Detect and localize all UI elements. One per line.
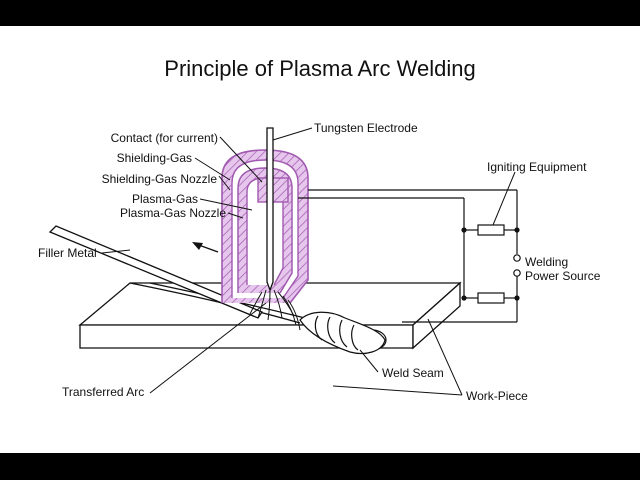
label-power-source: Power Source xyxy=(525,269,601,283)
power-terminal xyxy=(513,269,521,277)
resistor-lower xyxy=(477,292,505,304)
leader-lines xyxy=(101,127,516,396)
junction-dot xyxy=(514,227,520,233)
diagram-canvas: Principle of Plasma Arc Welding xyxy=(0,26,640,453)
label-shielding-gas-nozzle: Shielding-Gas Nozzle xyxy=(102,172,218,186)
filler-metal-rod xyxy=(48,225,263,319)
label-plasma-gas-nozzle: Plasma-Gas Nozzle xyxy=(120,206,226,220)
electrical-circuit xyxy=(298,189,518,323)
travel-direction-arrow xyxy=(192,242,219,253)
junction-dot xyxy=(461,227,467,233)
label-filler-metal: Filler Metal xyxy=(38,246,97,260)
power-terminal xyxy=(513,254,521,262)
resistor-upper xyxy=(477,224,505,236)
label-contact: Contact (for current) xyxy=(111,131,218,145)
label-igniting-equipment: Igniting Equipment xyxy=(487,160,587,174)
label-tungsten-electrode: Tungsten Electrode xyxy=(314,121,418,135)
label-weld-seam: Weld Seam xyxy=(382,366,444,380)
label-work-piece: Work-Piece xyxy=(466,389,528,403)
label-plasma-gas: Plasma-Gas xyxy=(132,192,198,206)
junction-dot xyxy=(461,295,467,301)
label-welding: Welding xyxy=(525,255,568,269)
junction-dot xyxy=(514,295,520,301)
weld-seam xyxy=(299,311,387,355)
label-transferred-arc: Transferred Arc xyxy=(62,385,144,399)
tungsten-electrode xyxy=(266,127,274,292)
plasma-arc-welding-diagram: Tungsten Electrode Contact (for current)… xyxy=(38,121,601,403)
transferred-arc xyxy=(249,289,301,331)
diagram-title: Principle of Plasma Arc Welding xyxy=(164,56,476,81)
label-shielding-gas: Shielding-Gas xyxy=(117,151,192,165)
